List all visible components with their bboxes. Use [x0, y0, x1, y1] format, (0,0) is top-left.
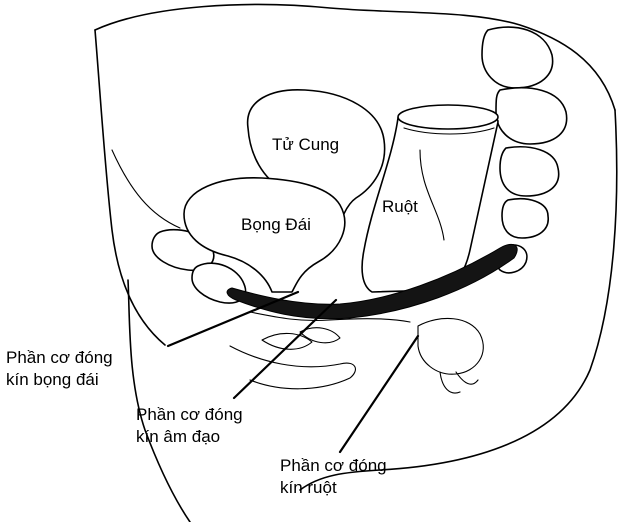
label-bladder: Bọng Đái: [241, 214, 311, 236]
label-uterus: Tử Cung: [272, 134, 339, 156]
anal-sphincter: [418, 318, 483, 374]
vertebra-2: [496, 88, 567, 144]
abdominal-wall-inner: [112, 150, 180, 228]
body-contour-thigh: [128, 280, 190, 522]
anal-fringe: [440, 372, 478, 393]
callout-bladder-closure: Phần cơ đóng kín bọng đái: [6, 347, 113, 391]
sacrum-segments: [482, 27, 567, 273]
label-bowel: Ruột: [382, 196, 418, 218]
callout-vaginal-closure: Phần cơ đóng kín âm đạo: [136, 404, 243, 448]
vertebra-1: [482, 27, 553, 88]
vertebra-3: [500, 147, 559, 196]
body-contour-left: [95, 30, 165, 345]
callout-bowel-closure: Phần cơ đóng kín ruột: [280, 455, 387, 499]
vertebra-4: [502, 199, 548, 238]
pointer-bowel-closure: [340, 336, 418, 452]
bowel-opening: [398, 105, 498, 129]
